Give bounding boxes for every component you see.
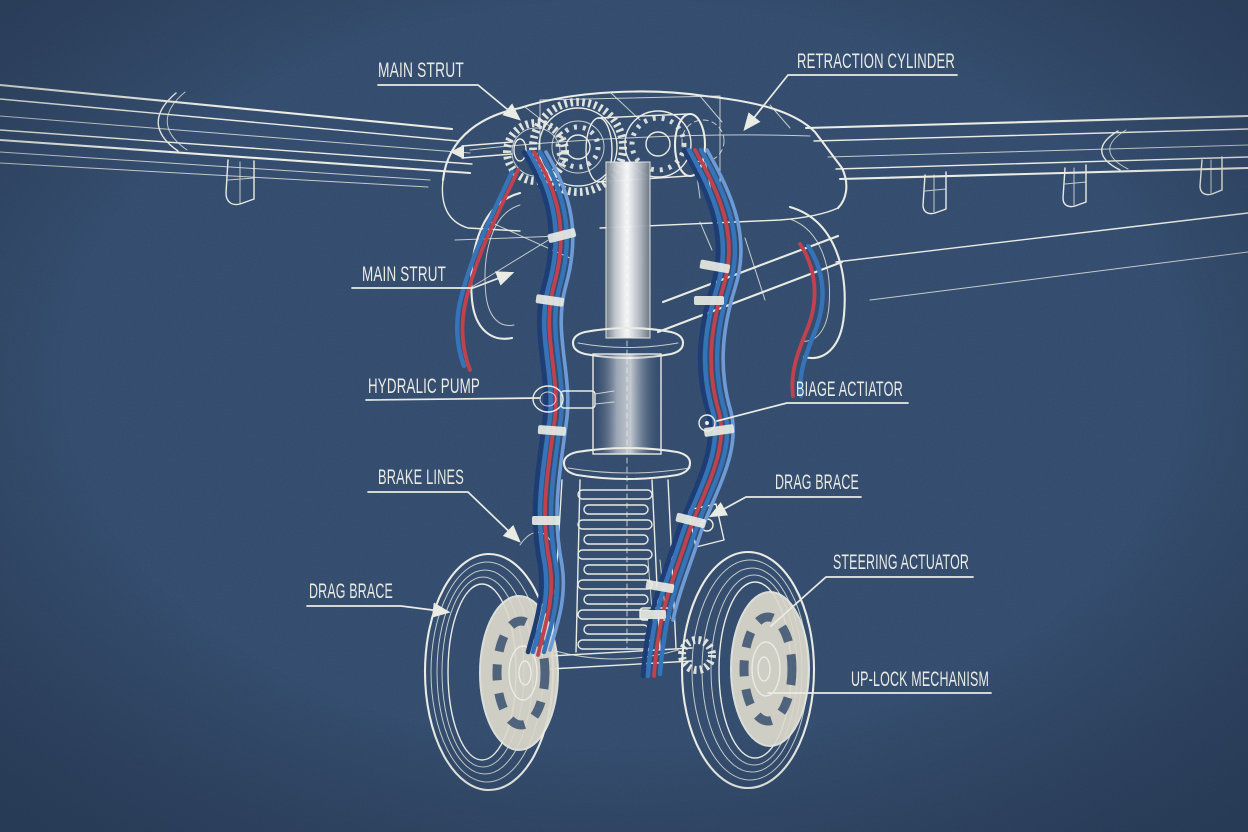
leader-steering-actuator — [770, 576, 974, 627]
label-steering-actuator: STEERING ACTUATOR — [833, 551, 969, 574]
label-brace-actuator: BIAGE ACTIATOR — [796, 378, 903, 401]
label-up-lock-mechanism: UP-LOCK MECHANISM — [851, 668, 989, 691]
label-drag-brace-right: DRAG BRACE — [775, 471, 859, 494]
leader-drag-brace-right — [708, 496, 862, 518]
leader-drag-brace-left — [306, 602, 451, 618]
leader-brake-lines — [367, 491, 521, 543]
leader-hydraulic-pump — [365, 397, 541, 401]
label-brake-lines: BRAKE LINES — [378, 466, 464, 489]
leader-lines — [306, 74, 992, 694]
leader-main-strut-top — [377, 84, 521, 121]
label-retraction-cylinder: RETRACTION CYLINDER — [797, 50, 955, 73]
label-hydraulic-pump: HYDRALIC PUMP — [368, 375, 480, 398]
label-drag-brace-left: DRAG BRACE — [309, 580, 393, 603]
leader-main-strut-side — [351, 271, 515, 289]
leader-brace-actuator — [716, 402, 909, 422]
leader-retraction-cylinder — [743, 74, 958, 131]
label-main-strut-side: MAIN STRUT — [362, 263, 446, 286]
label-main-strut-top: MAIN STRUT — [378, 59, 464, 82]
callout-labels: MAIN STRUT RETRACTION CYLINDER MAIN STRU… — [309, 50, 989, 691]
